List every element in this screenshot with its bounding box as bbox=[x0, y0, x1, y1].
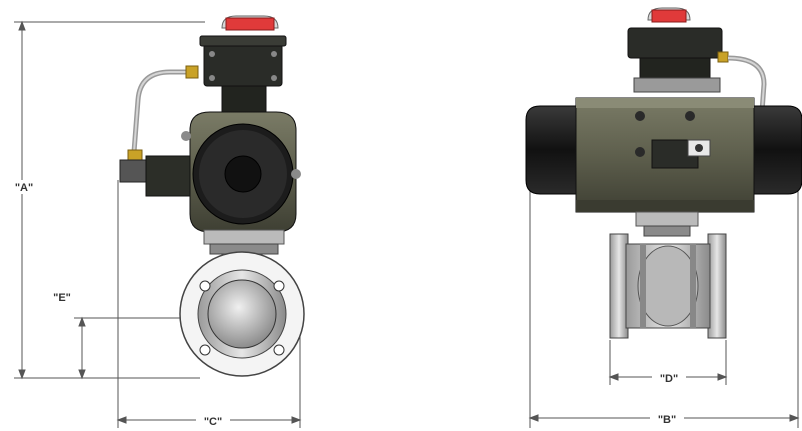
dimension-d-label: "D" bbox=[660, 373, 678, 385]
actuator-end-cap-left bbox=[525, 105, 581, 195]
front-view: "A" "E" "C" bbox=[8, 15, 305, 428]
valve-body-side bbox=[609, 233, 727, 339]
dimension-a-label: "A" bbox=[15, 182, 33, 194]
side-view: "B" "D" bbox=[525, 7, 802, 428]
actuator-side bbox=[575, 97, 755, 213]
brass-fitting-icon bbox=[185, 65, 199, 79]
dimension-c-label: "C" bbox=[204, 416, 222, 428]
dimension-e-label: "E" bbox=[53, 292, 71, 304]
limit-switch-box-side bbox=[627, 7, 729, 93]
actuator-front bbox=[181, 111, 301, 233]
dimension-a bbox=[14, 20, 205, 380]
limit-switch-box bbox=[199, 15, 287, 87]
dimension-b-label: "B" bbox=[658, 414, 676, 426]
valve-flange-front bbox=[179, 251, 305, 377]
stem-bracket-side bbox=[635, 211, 699, 227]
stem-bracket bbox=[203, 229, 285, 245]
actuator-end-cap-right bbox=[751, 105, 802, 195]
mounting-bracket bbox=[221, 85, 267, 117]
